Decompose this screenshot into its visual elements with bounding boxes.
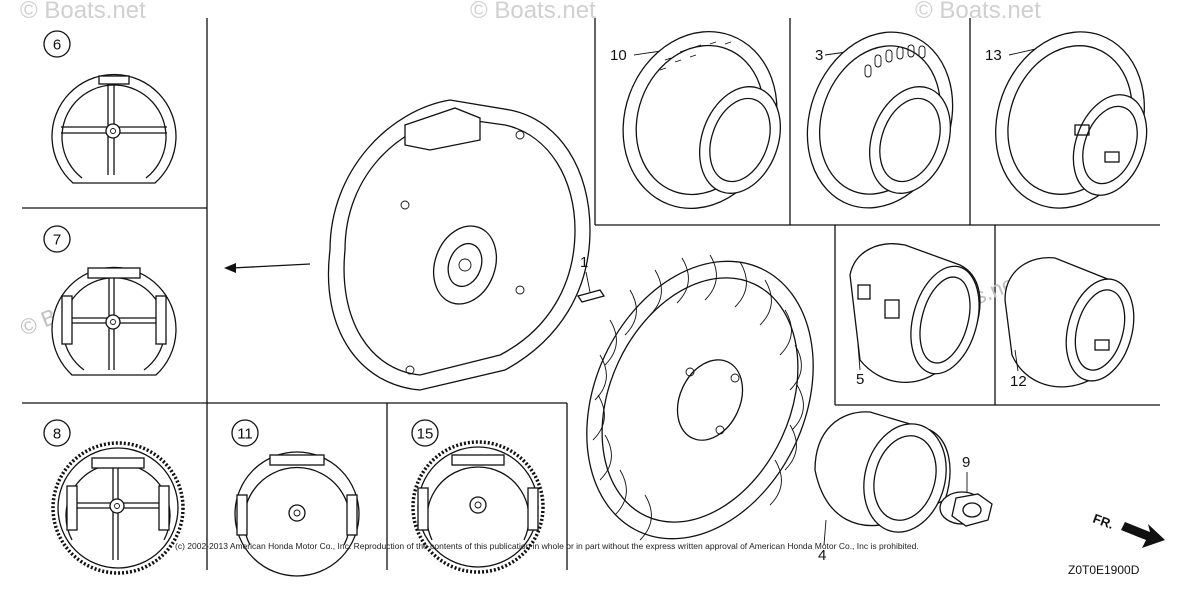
variant-11-panel: 11 xyxy=(231,419,360,577)
part-13-cup: 13 xyxy=(985,31,1148,209)
cooling-fan xyxy=(586,254,814,541)
variant-6-number: 6 xyxy=(53,37,61,54)
variant-7-panel: 7 xyxy=(43,225,177,376)
variant-7-plate xyxy=(51,266,177,376)
assembly-arrow xyxy=(224,263,311,273)
part-9-nut: 9 xyxy=(939,454,993,527)
watermark-top-left: © Boats.net xyxy=(20,0,146,24)
front-direction-indicator: FR. xyxy=(1091,511,1165,548)
diagram-code: Z0T0E1900D xyxy=(1068,563,1140,577)
variant-8-panel: 8 xyxy=(43,419,185,575)
front-direction-arrow-icon xyxy=(1121,522,1165,548)
callout-part-1: 1 xyxy=(580,254,588,271)
callout-part-5: 5 xyxy=(856,371,864,388)
watermark-top-center: © Boats.net xyxy=(470,0,596,24)
variant-15-number: 15 xyxy=(417,426,434,443)
part-12-cup: 12 xyxy=(1004,256,1135,390)
callout-part-12: 12 xyxy=(1010,373,1027,390)
callout-part-3: 3 xyxy=(815,47,823,64)
copyright-notice: (c) 2002-2013 American Honda Motor Co., … xyxy=(175,541,919,551)
variant-11-plate xyxy=(234,451,360,577)
callout-part-4: 4 xyxy=(818,547,826,564)
front-direction-label: FR. xyxy=(1091,511,1116,532)
part-10-cup: 10 xyxy=(610,30,782,210)
callout-part-10: 10 xyxy=(610,47,627,64)
variant-15-toothed-plate xyxy=(411,440,545,574)
variant-8-number: 8 xyxy=(53,426,61,443)
variant-11-number: 11 xyxy=(237,426,253,443)
variant-15-panel: 15 xyxy=(411,419,545,574)
callout-part-9: 9 xyxy=(962,454,970,471)
variant-8-toothed-plate xyxy=(51,441,185,575)
panel-borders xyxy=(22,18,1160,570)
part-4-pulley: 4 xyxy=(814,411,951,564)
variant-7-number: 7 xyxy=(53,232,61,249)
part-1-key: 1 xyxy=(576,254,606,303)
variant-6-panel: 6 xyxy=(43,30,177,184)
part-5-cup: 5 xyxy=(849,243,981,388)
callout-part-13: 13 xyxy=(985,47,1002,64)
watermark-top-right: © Boats.net xyxy=(915,0,1041,24)
part-3-cup: 3 xyxy=(806,31,954,209)
variant-6-plate xyxy=(51,73,177,184)
flywheel-assembly xyxy=(327,99,591,391)
